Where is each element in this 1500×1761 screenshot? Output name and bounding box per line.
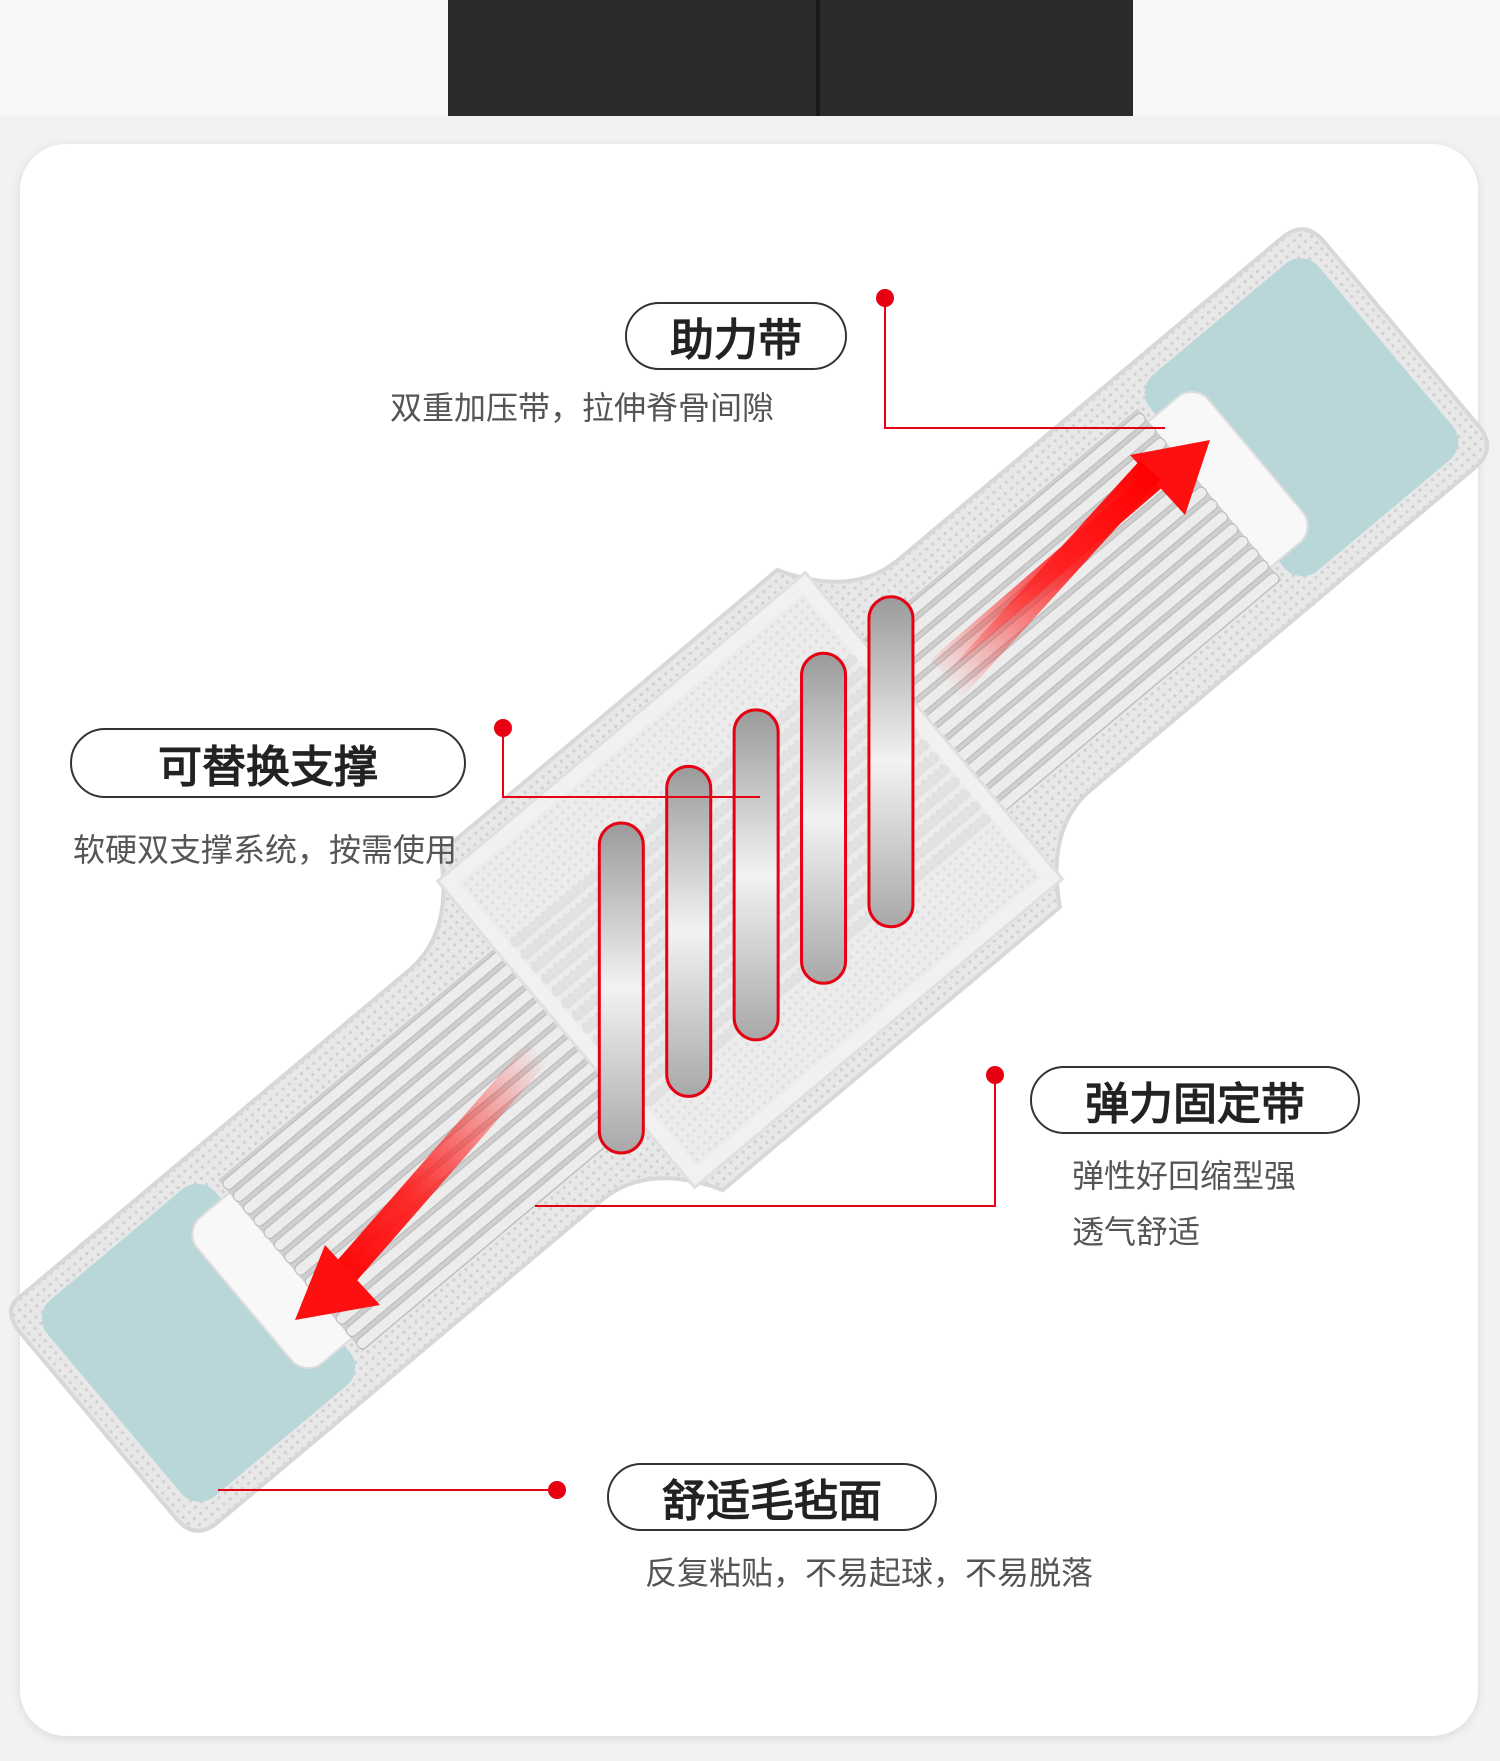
- stretch-arrow-up: [930, 440, 1210, 700]
- elastic-desc-line1: 弹性好回缩型强: [1072, 1157, 1297, 1195]
- trouser-right-leg: [820, 0, 1133, 116]
- felt-desc: 反复粘贴，不易起球，不易脱落: [645, 1554, 1094, 1592]
- top-photo-strip: [0, 0, 1500, 116]
- elastic-desc-line2: 透气舒适: [1072, 1213, 1201, 1251]
- assist-strap-label: 助力带: [625, 302, 847, 370]
- assist-strap-desc: 双重加压带，拉伸脊骨间隙: [390, 389, 775, 427]
- support-desc: 软硬双支撑系统，按需使用: [73, 831, 458, 869]
- support-bar: [597, 821, 645, 1155]
- support-bar: [867, 595, 915, 929]
- felt-right-end: [1144, 258, 1459, 577]
- elastic-strap-label: 弹力固定带: [1030, 1066, 1360, 1134]
- trouser-left-leg: [448, 0, 820, 116]
- leader-lines: [218, 298, 1165, 1491]
- stretch-arrow-down: [295, 1040, 551, 1320]
- support-bar: [732, 708, 780, 1042]
- support-bar: [665, 764, 713, 1098]
- support-label: 可替换支撑: [70, 728, 466, 798]
- support-bar: [800, 651, 848, 985]
- felt-surface-label: 舒适毛毡面: [607, 1463, 937, 1531]
- felt-left-end: [41, 1183, 356, 1502]
- leader-dots: [494, 289, 1004, 1499]
